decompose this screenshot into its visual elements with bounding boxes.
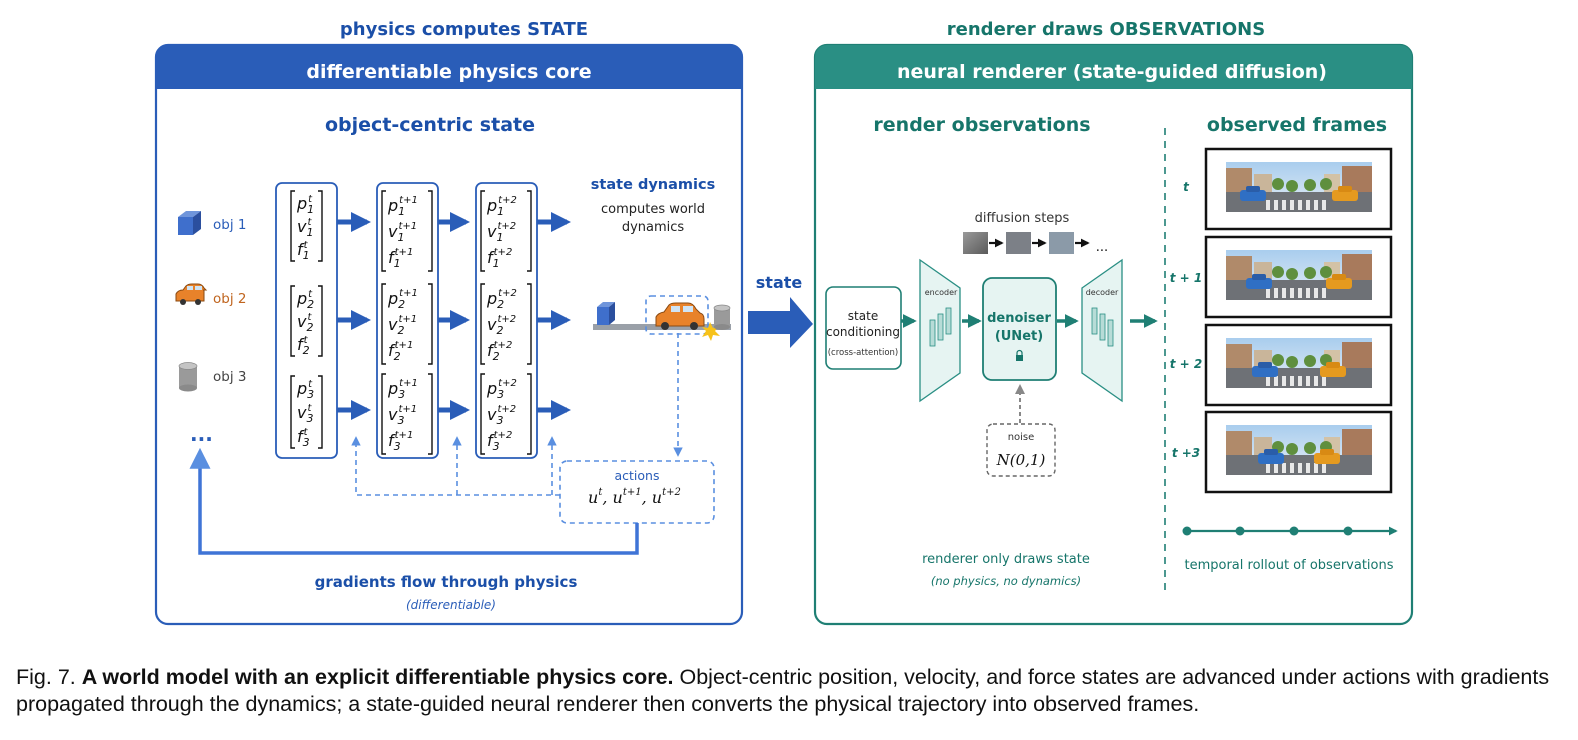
caption-prefix: Fig. 7. bbox=[16, 665, 76, 689]
frame-label-t2: t + 2 bbox=[1170, 357, 1203, 371]
dynamics-desc-2: dynamics bbox=[622, 220, 685, 235]
svg-text:f3t: f3t bbox=[297, 427, 310, 449]
renderer-header: neural renderer (state-guided diffusion) bbox=[897, 61, 1327, 83]
frame-thumbnail bbox=[1204, 323, 1393, 407]
diffusion-thumbnails bbox=[963, 232, 1090, 254]
decoder-label: decoder bbox=[1086, 288, 1119, 297]
gradients-sub: (differentiable) bbox=[406, 598, 496, 612]
frame-label-t3: t +3 bbox=[1172, 446, 1200, 460]
svg-text:v2t: v2t bbox=[297, 312, 313, 334]
cylinder-icon bbox=[178, 362, 198, 392]
svg-text:p3t: p3t bbox=[296, 379, 314, 401]
gradients-arrow bbox=[189, 447, 639, 555]
conditioning-line2: conditioning bbox=[826, 325, 900, 339]
renderer-note: renderer only draws state bbox=[922, 552, 1090, 567]
frame-thumbnail bbox=[1204, 235, 1393, 319]
svg-text:p2t: p2t bbox=[296, 289, 314, 311]
state-title: object-centric state bbox=[325, 114, 535, 136]
render-title: render observations bbox=[873, 114, 1090, 136]
action-feedback-arrows bbox=[351, 436, 560, 496]
noise-label: noise bbox=[1008, 432, 1035, 443]
frames-title: observed frames bbox=[1207, 114, 1387, 136]
svg-text:f2t: f2t bbox=[297, 335, 310, 357]
frame-label-t1: t + 1 bbox=[1170, 271, 1203, 285]
state-flow-arrows bbox=[337, 212, 571, 420]
svg-text:p1t: p1t bbox=[296, 194, 314, 216]
noise-formula: N(0,1) bbox=[996, 451, 1046, 469]
diagram: physics computes STATE differentiable ph… bbox=[154, 19, 1414, 626]
frame-thumbnail bbox=[1204, 410, 1393, 494]
actions-label: actions bbox=[615, 468, 660, 483]
encoder-layers-icon bbox=[929, 307, 952, 347]
actions-formula: ut, ut+1, ut+2 bbox=[588, 487, 681, 507]
obj-3-label: obj 3 bbox=[213, 369, 246, 385]
diffusion-more: ... bbox=[1096, 240, 1108, 255]
conditioning-sub: (cross-attention) bbox=[828, 348, 899, 358]
state-arrow-label: state bbox=[756, 273, 803, 292]
dynamics-desc-1: computes world bbox=[601, 202, 705, 217]
renderer-header-bar bbox=[815, 45, 1412, 89]
physics-header-bar bbox=[156, 45, 742, 89]
denoiser-line1: denoiser bbox=[987, 311, 1051, 326]
timeline-dots bbox=[1182, 526, 1353, 536]
observed-frames bbox=[1204, 147, 1393, 494]
physics-header: differentiable physics core bbox=[306, 61, 591, 83]
frame-label-t: t bbox=[1183, 180, 1190, 194]
dynamics-scene-icon bbox=[593, 295, 731, 341]
svg-text:f1t: f1t bbox=[297, 240, 310, 262]
diffusion-steps-label: diffusion steps bbox=[975, 211, 1070, 226]
denoiser-box bbox=[982, 277, 1057, 381]
more-objects: ... bbox=[190, 422, 213, 446]
car-icon bbox=[175, 283, 208, 305]
frame-thumbnail bbox=[1204, 147, 1393, 231]
state-arrow bbox=[748, 297, 813, 348]
obj-2-label: obj 2 bbox=[213, 291, 246, 307]
noise-box bbox=[986, 423, 1056, 477]
caption-text: Object-centric position, velocity, and f… bbox=[16, 665, 1550, 716]
lock-icon bbox=[1016, 349, 1023, 361]
obj-1-label: obj 1 bbox=[213, 217, 246, 233]
caption-bold: A world model with an explicit different… bbox=[81, 665, 674, 689]
state-brackets bbox=[290, 190, 532, 455]
renderer-top-label: renderer draws OBSERVATIONS bbox=[947, 19, 1265, 40]
encoder-label: encoder bbox=[925, 288, 958, 297]
rollout-label: temporal rollout of observations bbox=[1185, 558, 1394, 573]
conditioning-line1: state bbox=[848, 309, 878, 323]
physics-top-label: physics computes STATE bbox=[340, 19, 588, 40]
denoiser-line2: (UNet) bbox=[995, 329, 1043, 344]
cube-icon bbox=[178, 211, 201, 235]
gradients-label: gradients flow through physics bbox=[315, 573, 578, 591]
svg-text:v1t: v1t bbox=[297, 217, 313, 239]
dynamics-title: state dynamics bbox=[591, 177, 715, 193]
svg-text:v3t: v3t bbox=[297, 403, 313, 425]
figure-caption: Fig. 7. A world model with an explicit d… bbox=[16, 664, 1566, 718]
decoder-layers-icon bbox=[1091, 307, 1114, 347]
renderer-note-sub: (no physics, no dynamics) bbox=[931, 574, 1081, 588]
state-conditioning-box bbox=[825, 286, 902, 370]
